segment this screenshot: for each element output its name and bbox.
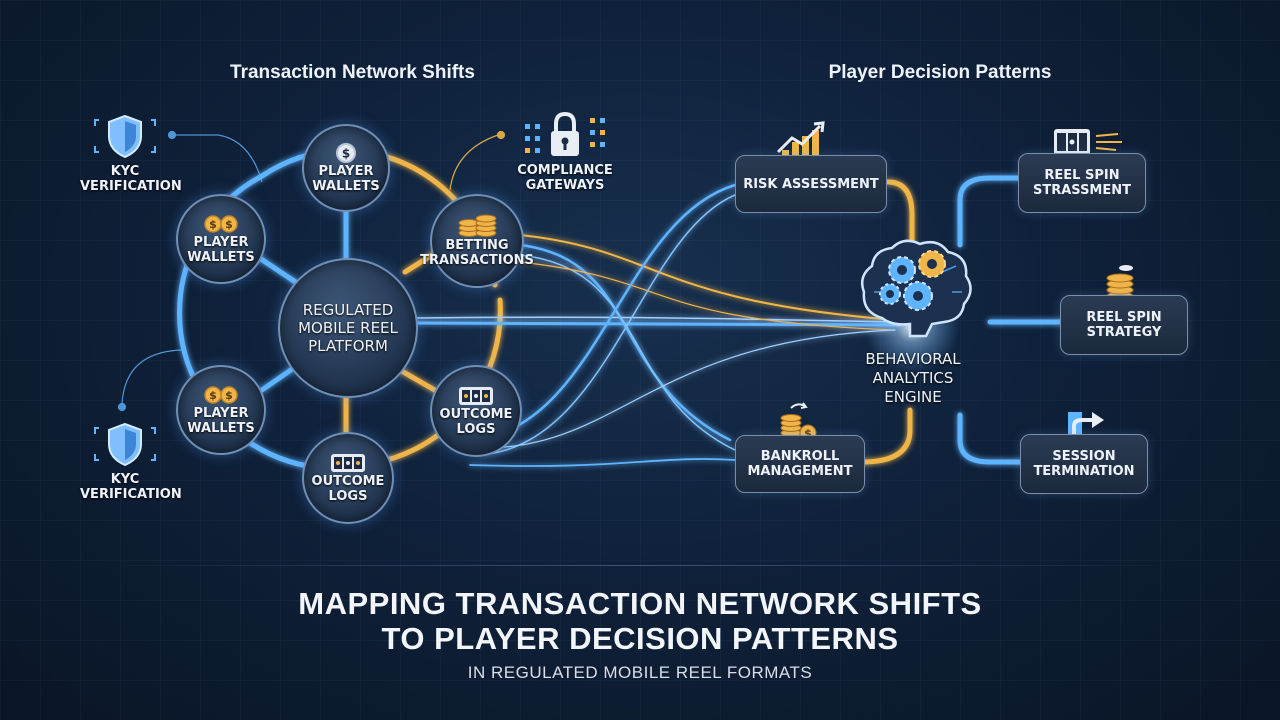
hub-label: Regulated Mobile Reel Platform	[298, 301, 398, 355]
spoke-left-top	[252, 252, 303, 288]
svg-text:$: $	[804, 427, 812, 440]
chip-stack-icon	[458, 214, 497, 237]
svg-text:$: $	[225, 218, 233, 231]
shield-icon	[94, 114, 156, 159]
divider-line	[80, 565, 1200, 566]
box-label: Bankroll Management	[747, 449, 853, 479]
gear-icon	[879, 283, 901, 305]
node-outcome-logs-bottom: Outcome Logs	[302, 432, 394, 524]
box-label: Reel Spin Strassment	[1032, 168, 1131, 198]
engine-label: Behavioral Analytics Engine	[865, 350, 961, 406]
slot-reel-icon	[459, 387, 493, 405]
link-risk-engine	[885, 179, 915, 248]
kyc-annotation-top: KYC Verification	[70, 110, 182, 194]
padlock-icon	[525, 111, 605, 156]
slot-reel-icon	[1054, 129, 1122, 155]
kyc-annotation-bottom: KYC Verification	[70, 418, 182, 502]
box-bankroll-management: Bankroll Management	[735, 435, 865, 493]
kyc-label-bottom: KYC Verification	[80, 472, 182, 502]
kyc-label-top: KYC Verification	[80, 164, 182, 194]
svg-text:$: $	[209, 389, 217, 402]
box-label: Risk Assessment	[743, 176, 879, 192]
box-session-termination: Session Termination	[1020, 434, 1148, 494]
node-label: Player Wallets	[187, 235, 255, 265]
box-reel-spin-strassment: Reel Spin Strassment	[1018, 153, 1146, 213]
coin-icon: $ $	[204, 215, 238, 233]
link-engine-reel1	[957, 175, 1021, 248]
gear-icon	[918, 250, 946, 278]
coin-icon: $ $	[204, 386, 238, 404]
slot-reel-icon	[331, 454, 365, 472]
coin-icon: $	[336, 143, 356, 163]
compliance-annotation: Compliance Gateways	[500, 110, 630, 193]
gear-icon	[888, 256, 916, 284]
node-betting-transactions: Betting Transactions	[420, 194, 534, 288]
node-label: Outcome Logs	[311, 474, 385, 504]
exit-arrow-icon	[1068, 412, 1104, 440]
brain-gears-icon	[861, 239, 972, 338]
shield-icon	[94, 422, 156, 467]
main-title-line1: MAPPING TRANSACTION NETWORK SHIFTS	[298, 586, 982, 621]
node-player-wallets-left: $ $ Player Wallets	[176, 194, 266, 284]
node-platform-hub: Regulated Mobile Reel Platform	[278, 258, 418, 398]
compliance-label: Compliance Gateways	[517, 163, 613, 193]
node-player-wallets-top: $ Player Wallets	[302, 124, 390, 212]
svg-text:$: $	[209, 218, 217, 231]
main-subtitle: IN REGULATED MOBILE REEL FORMATS	[467, 663, 813, 682]
link-engine-session	[957, 412, 1025, 465]
node-label: Betting Transactions	[420, 238, 534, 268]
svg-text:$: $	[342, 147, 350, 161]
spoke-right-bottom	[397, 367, 441, 395]
box-label: Session Termination	[1033, 449, 1135, 479]
box-reel-spin-strategy: Reel Spin Strategy	[1060, 295, 1188, 355]
node-outcome-logs-right: Outcome Logs	[430, 365, 522, 457]
svg-text:$: $	[225, 389, 233, 402]
box-label: Reel Spin Strategy	[1086, 310, 1162, 340]
node-player-wallets-bottom: $ $ Player Wallets	[176, 365, 266, 455]
link-bankroll-engine	[859, 407, 913, 465]
heading-transaction-network: Transaction Network Shifts	[230, 62, 475, 83]
heading-player-decisions: Player Decision Patterns	[828, 62, 1052, 83]
node-label: Player Wallets	[312, 164, 380, 194]
node-label: Player Wallets	[187, 406, 255, 436]
main-title-line2: TO PLAYER DECISION PATTERNS	[381, 621, 899, 656]
gear-icon	[903, 281, 933, 311]
node-label: Outcome Logs	[439, 407, 513, 437]
box-risk-assessment: Risk Assessment	[735, 155, 887, 213]
